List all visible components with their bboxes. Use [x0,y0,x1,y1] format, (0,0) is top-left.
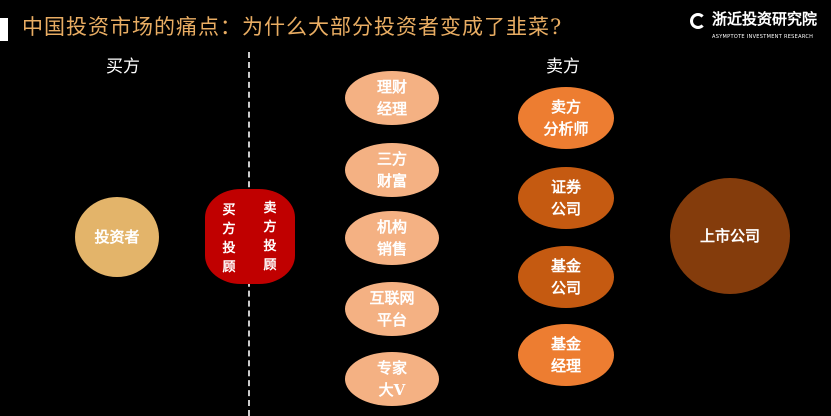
right-node: 卖方分析师 [518,87,614,149]
node-line: 分析师 [543,120,589,138]
node-line: 财富 [376,172,407,190]
buy-side-label: 买方 [106,57,140,77]
node-line: 互联网 [369,289,415,307]
sell-advisor-char: 顾 [263,258,277,273]
buy-advisor-char: 方 [222,222,236,237]
node-line: 专家 [376,359,407,377]
buy-advisor-char: 投 [222,241,236,256]
buy-advisor-char: 买 [222,203,236,218]
logo: 浙近投资研究院 ASYMPTOTE INVESTMENT RESEARCH [690,10,830,44]
logo-subtitle: ASYMPTOTE INVESTMENT RESEARCH [712,34,814,40]
investor-label: 投资者 [94,228,140,246]
node-line: 经理 [376,100,407,118]
listed-company-label: 上市公司 [699,227,760,245]
middle-node: 理财经理 [345,71,439,125]
node-line: 公司 [550,200,581,218]
sell-advisor-char: 投 [263,239,277,254]
node-line: 平台 [376,311,407,329]
node-line: 机构 [376,218,407,236]
right-node: 基金经理 [518,324,614,386]
sell-advisor-char: 卖 [263,201,277,216]
right-node: 基金公司 [518,246,614,308]
sell-advisor-char: 方 [263,220,277,235]
node-line: 基金 [550,257,581,275]
page-title: 中国投资市场的痛点：为什么大部分投资者变成了韭菜? [22,15,563,39]
middle-node: 专家大V [345,352,439,406]
advisor-barrel: 买 方 投 顾 卖 方 投 顾 [205,189,295,284]
middle-node: 互联网平台 [345,282,439,336]
node-line: 三方 [376,150,407,168]
node-line: 卖方 [550,98,581,116]
middle-node: 三方财富 [345,143,439,197]
right-node: 证券公司 [518,167,614,229]
sell-side-label: 卖方 [546,57,580,77]
title-accent-bar [0,18,8,41]
node-line: 销售 [376,240,407,258]
buy-advisor-char: 顾 [222,260,236,275]
node-line: 经理 [550,357,581,375]
middle-node: 机构销售 [345,211,439,265]
logo-icon [690,13,706,29]
listed-company-node: 上市公司 [670,178,790,294]
node-line: 理财 [376,78,407,96]
logo-name: 浙近投资研究院 [712,10,818,28]
node-line: 公司 [550,279,581,297]
node-line: 证券 [550,178,581,196]
node-line: 大V [378,381,406,399]
node-line: 基金 [550,335,581,353]
investor-node: 投资者 [75,197,159,277]
